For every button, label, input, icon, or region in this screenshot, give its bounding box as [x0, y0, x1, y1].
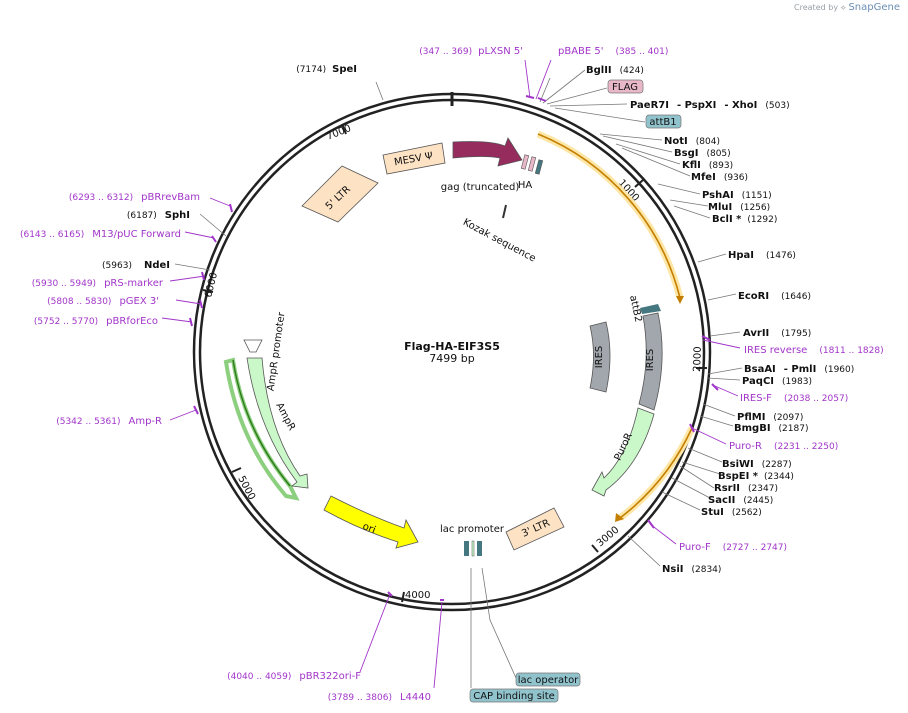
site-sacii: SacII(2445) — [708, 495, 773, 506]
tick-3000: 3000 — [595, 525, 622, 550]
ires-right-label: IRES — [645, 349, 656, 372]
site-stui: StuI(2562) — [701, 507, 762, 518]
site-kfli: KflI(893) — [682, 160, 733, 171]
credit-prefix: Created by — [794, 3, 839, 12]
site-hpai: HpaI(1476) — [728, 250, 796, 261]
site-noti: NotI(804) — [664, 136, 720, 147]
site-nsii: NsiI(2834) — [662, 564, 721, 575]
feature-ires-left: IRES — [589, 321, 611, 393]
attb2-label: attB2 — [627, 294, 643, 323]
site-paqci: PaqCI(1983) — [742, 376, 812, 387]
kozak-label: Kozak sequence — [461, 217, 537, 265]
primer-pgex: (5808 .. 5830)pGEX 3' — [47, 296, 159, 307]
gag-label: gag (truncated) — [441, 182, 520, 193]
flag-label: FLAG — [612, 82, 638, 93]
primer-pbrrevbam: (6293 .. 6312)pBRrevBam — [69, 192, 200, 203]
lac-promoter-label: lac promoter — [440, 524, 505, 535]
primer-pbrforeco: (5752 .. 5770)pBRforEco — [34, 316, 158, 327]
plasmid-length: 7499 bp — [429, 352, 474, 365]
tag-flag: FLAG — [607, 79, 644, 94]
primer-purof: Puro-F(2727 .. 2747) — [679, 542, 787, 553]
site-mlui: MluI(1256) — [708, 202, 770, 213]
orf-arc — [537, 133, 681, 299]
tick-2000: 2000 — [692, 346, 704, 372]
site-pflmi: PflMI(2097) — [737, 412, 803, 423]
kozak-mark — [502, 204, 507, 219]
site-spei: (7174)SpeI — [296, 64, 357, 75]
orf-arc-highlight — [536, 130, 684, 299]
orf2-arc — [619, 427, 693, 519]
primer-puror: Puro-R(2231 .. 2250) — [729, 441, 838, 452]
primer-l4440: (3789 .. 3806)L4440 — [328, 692, 431, 703]
site-ecori: EcoRI(1646) — [738, 291, 811, 302]
primer-plxsn: (347 .. 369)pLXSN 5' — [419, 46, 523, 57]
ha-label: HA — [518, 180, 533, 191]
site-leaders — [174, 69, 743, 688]
lac-operator-label: lac operator — [518, 675, 579, 686]
ori-label: ori — [361, 521, 377, 536]
site-mfei: MfeI(936) — [691, 172, 748, 183]
site-bsaai: BsaAI- PmlI(1960) — [744, 364, 854, 375]
site-bsgi: BsgI(805) — [674, 148, 731, 159]
site-ndei: (5963)NdeI — [102, 260, 170, 271]
primer-pbabe: pBABE 5'(385 .. 401) — [558, 46, 668, 57]
primer-prs: (5930 .. 5949)pRS-marker — [32, 278, 164, 289]
snapgene-logo-icon: ⟡ — [840, 3, 846, 12]
site-bsiwi: BsiWI(2287) — [722, 459, 792, 470]
snapgene-credit: Created by ⟡ SnapGene — [794, 2, 900, 13]
site-bglii: BglII(424) — [586, 65, 644, 76]
cap-binding-label: CAP binding site — [473, 691, 555, 702]
orf2-arrow-head — [615, 513, 624, 522]
site-paer7i: PaeR7I- PspXI- XhoI(503) — [630, 100, 790, 111]
amprprom-label: AmpR promoter — [266, 311, 288, 392]
feature-ltr5: 5' LTR — [301, 165, 379, 223]
site-pshai: PshAI(1151) — [702, 190, 772, 201]
feature-ori: ori — [323, 495, 419, 549]
site-avrii: AvrII(1795) — [743, 328, 811, 339]
attb1-label: attB1 — [649, 117, 676, 128]
tick-4000: 4000 — [405, 590, 430, 601]
feature-puror: PuroR — [591, 407, 655, 497]
feature-ires-right: IRES — [638, 312, 663, 411]
tag-attb1: attB1 — [645, 114, 682, 129]
primer-marks — [189, 95, 719, 601]
feature-ha: HA — [518, 154, 544, 191]
primer-iresrev: IRES reverse(1811 .. 1828) — [744, 345, 884, 356]
primer-leaders — [161, 59, 741, 689]
primer-m13: (6143 .. 6165)M13/pUC Forward — [20, 229, 181, 240]
feature-ltr3: 3' LTR — [505, 507, 565, 551]
primer-iresf: IRES-F(2038 .. 2057) — [740, 393, 848, 404]
site-bcli: BclI *(1292) — [712, 214, 777, 225]
site-bmgbi: BmgBI(2187) — [734, 423, 808, 434]
feature-gag: gag (truncated) — [441, 137, 523, 193]
feature-amprprom: AmpR promoter — [243, 311, 288, 392]
primer-ampr: (5342 .. 5361)Amp-R — [56, 416, 162, 427]
orf-arrow-head — [676, 296, 684, 304]
ires-left-label: IRES — [594, 346, 605, 369]
site-rsrii: RsrII(2347) — [714, 483, 778, 494]
feature-mesv: MESV Ψ — [382, 142, 446, 175]
ampr-label: AmpR — [273, 401, 297, 433]
primer-pbr322: (4040 .. 4059)pBR322ori-F — [227, 671, 361, 682]
tag-cap-binding-site: CAP binding site — [469, 688, 559, 703]
site-sphi: (6187)SphI — [127, 210, 190, 221]
site-bspei: BspEI *(2344) — [718, 471, 794, 482]
feature-lac: lac promoter — [440, 524, 505, 557]
plasmid-name: Flag-HA-EIF3S5 — [404, 340, 500, 353]
credit-brand: SnapGene — [848, 2, 900, 13]
backbone — [192, 92, 712, 612]
tag-lac-operator: lac operator — [515, 672, 581, 687]
